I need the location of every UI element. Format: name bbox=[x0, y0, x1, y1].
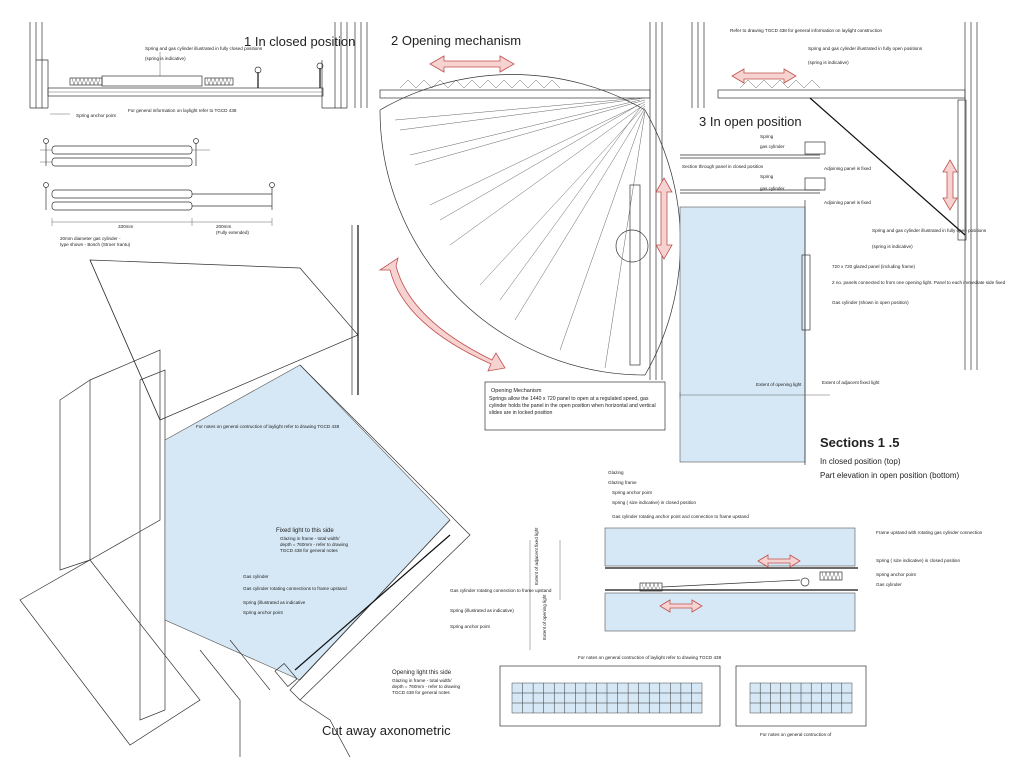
sec-spring-size2: Spring ( size indicative) in closed posi… bbox=[876, 558, 960, 563]
sec-spring-anchor2: Spring anchor point bbox=[876, 572, 917, 577]
text-layer: 1 In closed position 2 Opening mechanism… bbox=[60, 28, 1006, 738]
title-axo: Cut away axonometric bbox=[322, 723, 451, 738]
open-panels-connected: 2 no. panels connected to from one openi… bbox=[832, 280, 1006, 285]
closed-general-info: For general information on laylight refe… bbox=[128, 108, 237, 113]
open-extent-opening: Extent of opening light bbox=[756, 382, 802, 387]
open-position-panel bbox=[679, 22, 978, 465]
closed-position-panel bbox=[29, 22, 348, 226]
bottom-plans bbox=[499, 665, 867, 727]
vertical-move-arrow bbox=[655, 177, 673, 260]
sec-glazing-frame: Glazing frame bbox=[608, 480, 637, 485]
sec-gas-cyl: Gas cylinder bbox=[876, 582, 902, 587]
open-spring-gas: Spring and gas cylinder illustrated in f… bbox=[808, 46, 923, 51]
open-gas-cyl: gas cylinder bbox=[760, 144, 785, 149]
axo-spring-anchor: Spring anchor point bbox=[243, 610, 284, 615]
axo-gas-rot: Gas cylinder rotating connections to fra… bbox=[243, 586, 347, 591]
open-adjoining1: Adjoining panel is fixed bbox=[824, 166, 871, 171]
opening-mechanism-panel bbox=[354, 22, 681, 431]
section-glass-top bbox=[604, 527, 856, 567]
closed-spring-gas: Spring and gas cylinder illustrated in f… bbox=[145, 46, 263, 51]
axo-glazing-frame2: Glazing in frame - total width/ depth = … bbox=[392, 678, 461, 695]
axo-glass bbox=[164, 364, 451, 681]
rotation-arrow bbox=[378, 257, 506, 372]
section-glass-bottom bbox=[604, 592, 856, 632]
bottom-note-right: For notes on general contruction of bbox=[760, 732, 832, 737]
mechanism-note-box bbox=[484, 381, 666, 431]
open-gas-open: Gas cylinder (shown in open position) bbox=[832, 300, 909, 305]
mechanism-title: Opening Mechanism bbox=[491, 388, 542, 394]
sections-panel bbox=[529, 527, 858, 650]
open-section-through: Section through panel in closed position bbox=[682, 164, 764, 169]
cylinder-detail-long bbox=[43, 182, 275, 226]
open-glazed-panel: 720 x 720 glazed panel (including frame) bbox=[832, 264, 915, 269]
closed-cyl-type1: 20mm diameter gas cylinder - bbox=[60, 236, 121, 241]
title-open: 3 In open position bbox=[699, 114, 802, 129]
title-mechanism: 2 Opening mechanism bbox=[391, 33, 521, 48]
open-spring-b: Spring bbox=[760, 174, 774, 179]
open-glass-panel bbox=[679, 206, 806, 463]
sec-glazing: Glazing bbox=[608, 470, 624, 475]
axo-general: For notes on general contruction of layl… bbox=[196, 424, 340, 429]
sections-sub2: Part elevation in open position (bottom) bbox=[820, 471, 960, 480]
axo-spring-ind2: Spring (illustrated as indicative) bbox=[450, 608, 514, 613]
closed-dim-a: 330mm bbox=[118, 224, 133, 229]
closed-spring-indicative: (spring is indicative) bbox=[145, 56, 186, 61]
sec-spring-size: Spring ( size indicative) in closed posi… bbox=[612, 500, 696, 505]
open-gas-cyl-b: gas cylinder bbox=[760, 186, 785, 191]
closed-dim-b2: (Fully extended) bbox=[216, 230, 249, 235]
plan-grid-lines bbox=[512, 683, 852, 713]
open-spring-indicative: (spring is indicative) bbox=[808, 60, 849, 65]
sec-gas-rotating: Gas cylinder rotating anchor point and c… bbox=[612, 514, 749, 519]
open-extent-adjacent: Extent of adjacent fixed light bbox=[822, 380, 880, 385]
closed-dim-b: 200mm bbox=[216, 224, 231, 229]
title-closed: 1 In closed position bbox=[244, 34, 355, 49]
sec-extent-opening: Extent of opening light bbox=[542, 594, 547, 640]
axo-spring-ind: Spring (illustrated as indicative bbox=[243, 600, 306, 605]
closed-anchor: Spring anchor point bbox=[76, 113, 117, 118]
open-refer: Refer to drawing TGCD 438 for general in… bbox=[730, 28, 883, 33]
axo-gas-rot2: Gas cylinder rotating connection to fram… bbox=[450, 588, 552, 593]
sec-frame-upstand: Frame upstand with rotating gas cylinder… bbox=[876, 530, 983, 535]
axo-opening-side: Opening light this side bbox=[392, 670, 452, 676]
axo-spring-anchor2: Spring anchor point bbox=[450, 624, 491, 629]
axonometric-panel bbox=[19, 225, 471, 757]
open-spring-gas2: Spring and gas cylinder illustrated in f… bbox=[872, 228, 987, 233]
open-spring-indicative2: (spring is indicative) bbox=[872, 244, 913, 249]
sections-sub1: In closed position (top) bbox=[820, 457, 901, 466]
horizontal-move-arrow bbox=[429, 55, 515, 73]
open-spring: Spring bbox=[760, 134, 774, 139]
axo-fixed-side: Fixed light to this side bbox=[276, 528, 334, 534]
axo-gas-cyl: Gas cylinder bbox=[243, 574, 269, 579]
open-adjoining2: Adjoining panel is fixed bbox=[824, 200, 871, 205]
bottom-note-left-1: For notes on general contruction of layl… bbox=[578, 655, 722, 660]
sec-spring-anchor: Spring anchor point bbox=[612, 490, 653, 495]
cylinder-detail-short bbox=[40, 138, 210, 167]
title-sections: Sections 1 .5 bbox=[820, 435, 899, 450]
mechanism-body: Springs allow the 1440 x 720 panel to op… bbox=[489, 396, 656, 416]
axo-glazing-frame1: Glazing in frame - total width/ depth = … bbox=[280, 536, 349, 553]
closed-cyl-type2: type shown - Bosch (Stroer Xantu) bbox=[60, 242, 131, 247]
sec-extent-fixed: Extent of adjacent fixed light bbox=[534, 527, 539, 585]
